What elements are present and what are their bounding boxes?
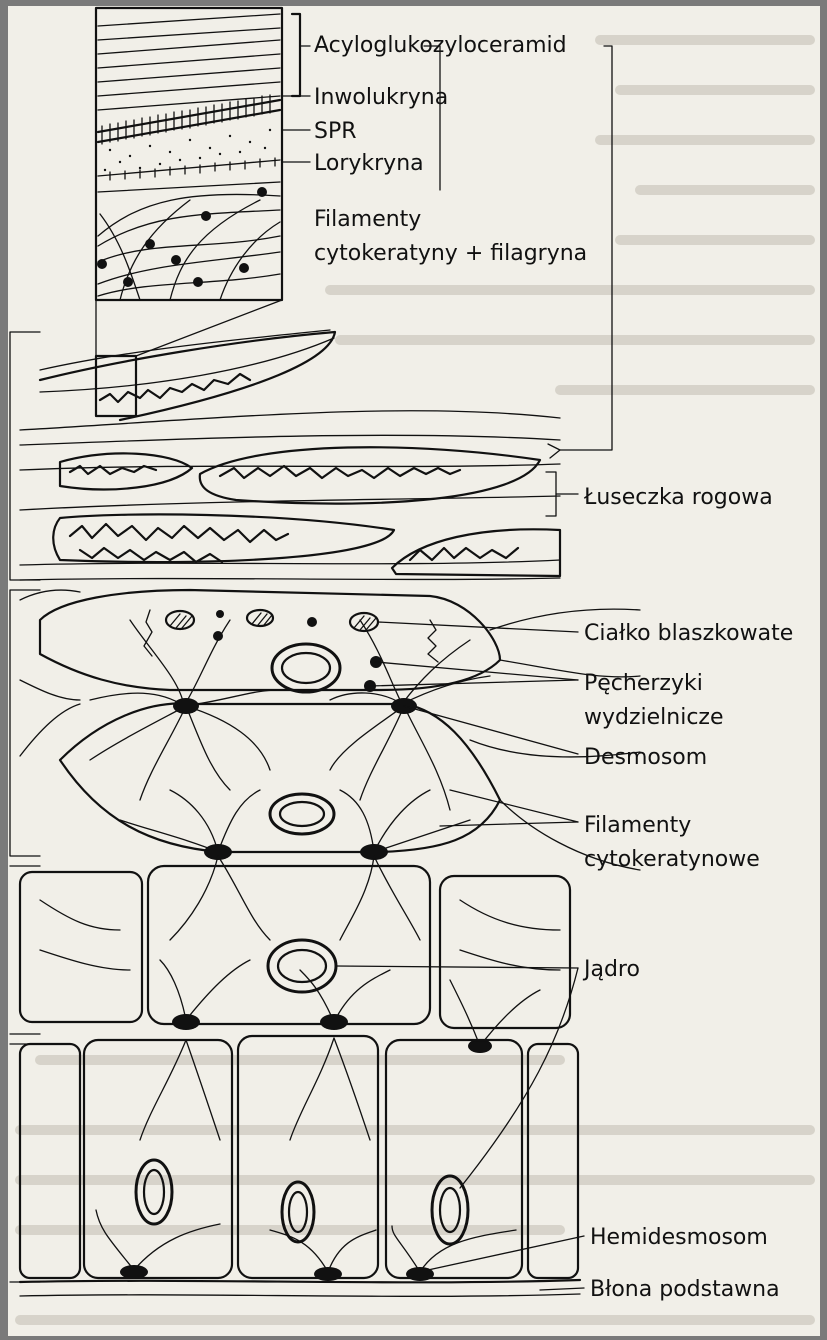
diagram-page: Acyloglukozyloceramid Inwolukryna SPR Lo… bbox=[8, 6, 820, 1336]
inset-box bbox=[96, 8, 282, 300]
label-cytokeratin-line2: cytokeratynowe bbox=[584, 847, 760, 872]
epidermis-diagram: Acyloglukozyloceramid Inwolukryna SPR Lo… bbox=[8, 6, 820, 1336]
suprabasal-cell-row bbox=[20, 856, 570, 1053]
basement-membrane bbox=[20, 1280, 580, 1296]
label-spr: SPR bbox=[314, 119, 357, 144]
label-filaments-line1: Filamenty bbox=[314, 207, 421, 232]
label-vesicles-line1: Pęcherzyki bbox=[584, 671, 703, 696]
label-cytokeratin-line1: Filamenty bbox=[584, 813, 691, 838]
label-desmosome: Desmosom bbox=[584, 745, 707, 770]
layer-brackets bbox=[10, 332, 40, 1282]
stratum-spinosum bbox=[20, 698, 640, 870]
label-involucrin: Inwolukryna bbox=[314, 85, 448, 110]
label-filaments-line2: cytokeratyny + filagryna bbox=[314, 241, 587, 266]
label-lamellar-body: Ciałko blaszkowate bbox=[584, 621, 793, 646]
label-loricrin: Lorykryna bbox=[314, 151, 424, 176]
label-basement-membrane: Błona podstawna bbox=[590, 1277, 780, 1302]
label-vesicles-line2: wydzielnicze bbox=[584, 705, 724, 730]
label-nucleus: Jądro bbox=[582, 957, 640, 982]
loricrin-band bbox=[98, 158, 280, 192]
lipid-lamellae bbox=[98, 14, 280, 110]
label-corneocyte: Łuseczka rogowa bbox=[583, 485, 773, 510]
label-acylglucosylceramide: Acyloglukozyloceramid bbox=[314, 33, 567, 58]
label-hemidesmosome: Hemidesmosom bbox=[590, 1225, 768, 1250]
spr-band bbox=[104, 129, 271, 171]
basal-cell-row bbox=[20, 1036, 578, 1281]
stratum-granulosum bbox=[20, 590, 640, 706]
filaggrin-dots bbox=[97, 187, 267, 287]
stratum-corneum bbox=[20, 330, 560, 580]
